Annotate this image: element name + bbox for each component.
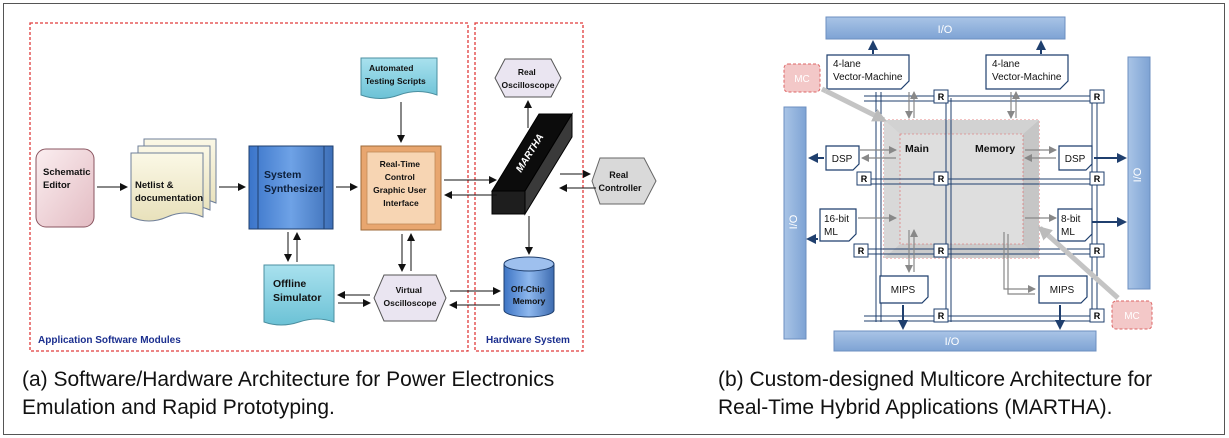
svg-text:8-bit ML: 8-bit ML: [1061, 214, 1083, 238]
flow-arrows: [97, 100, 596, 309]
dsp-right: DSP: [1058, 145, 1093, 171]
hardware-region: [474, 22, 584, 352]
svg-text:4-lane Vector-Machine: 4-lane Vector-Machine: [992, 59, 1062, 83]
svg-text:I/O: I/O: [1132, 167, 1144, 182]
rt-control-block: Real-Time Control Graphic User Interface: [360, 145, 442, 231]
router: R: [1089, 243, 1105, 258]
main-memory-label-1: Main: [905, 143, 929, 155]
hardware-region-label: Hardware System: [486, 335, 570, 346]
routers: R R R R R R R R R R: [853, 89, 1105, 323]
svg-text:4-lane Vector-Machine: 4-lane Vector-Machine: [833, 59, 903, 83]
io-bottom-bar: I/O: [833, 330, 1097, 352]
vector-machine-right: 4-lane Vector-Machine: [985, 54, 1069, 90]
real-oscilloscope-block: Real Oscilloscope: [494, 58, 562, 98]
router: R: [933, 308, 949, 323]
offline-simulator-block: Offline Simulator: [263, 264, 335, 326]
memory-controller-bottom: MC: [1111, 300, 1153, 330]
router: R: [933, 243, 949, 258]
svg-text:R: R: [938, 246, 945, 256]
router: R: [1089, 171, 1105, 186]
svg-text:R: R: [861, 174, 868, 184]
dsp-left: DSP: [825, 145, 860, 171]
router: R: [933, 171, 949, 186]
real-oscilloscope-label: Real Oscilloscope: [502, 67, 555, 90]
svg-text:I/O: I/O: [788, 214, 800, 229]
netlist-block: Netlist & documentation: [130, 138, 217, 222]
svg-text:MIPS: MIPS: [891, 285, 916, 296]
caption-b: (b) Custom-designed Multicore Architectu…: [718, 368, 1153, 419]
io-right-bar: I/O: [1127, 56, 1151, 290]
ml8-block: 8-bit ML: [1057, 208, 1093, 242]
io-top-bar: I/O: [825, 16, 1066, 40]
svg-text:16-bit ML: 16-bit ML: [824, 214, 852, 238]
svg-text:R: R: [1094, 311, 1101, 321]
ml16-block: 16-bit ML: [819, 208, 857, 242]
offchip-memory-label: Off-Chip Memory: [511, 284, 547, 306]
svg-text:R: R: [1094, 92, 1101, 102]
main-memory-block: Main Memory: [883, 119, 1040, 259]
router: R: [853, 243, 869, 258]
svg-text:I/O: I/O: [938, 24, 953, 36]
software-region: [29, 22, 469, 352]
virtual-oscilloscope-label: Virtual Oscilloscope: [384, 285, 437, 308]
router: R: [933, 89, 949, 104]
real-controller-label: Real Controller: [598, 170, 641, 193]
svg-text:MIPS: MIPS: [1050, 285, 1075, 296]
io-arrows: [806, 40, 1127, 330]
svg-text:R: R: [1094, 174, 1101, 184]
mips-left: MIPS: [879, 275, 929, 304]
software-architecture-diagram: Application Software Modules Hardware Sy…: [29, 22, 657, 352]
offline-simulator-label: Offline Simulator: [273, 278, 321, 304]
svg-text:MC: MC: [794, 74, 810, 85]
svg-text:DSP: DSP: [832, 154, 853, 165]
netlist-label: Netlist & documentation: [135, 180, 203, 204]
router: R: [1089, 308, 1105, 323]
svg-text:R: R: [938, 92, 945, 102]
router: R: [1089, 89, 1105, 104]
automated-testing-label: Automated Testing Scripts: [365, 63, 426, 86]
multicore-architecture-diagram: I/O I/O I/O I/O Main Memory: [783, 16, 1153, 352]
schematic-editor-block: Schematic Editor: [35, 148, 95, 228]
system-synthesizer-block: System Synthesizer: [248, 145, 334, 230]
caption-a: (a) Software/Hardware Architecture for P…: [22, 368, 555, 419]
io-left-bar: I/O: [783, 106, 807, 340]
offchip-memory-block: Off-Chip Memory: [503, 256, 555, 318]
memory-controller-top: MC: [783, 63, 821, 93]
memory-links: [820, 86, 1120, 300]
svg-text:R: R: [858, 246, 865, 256]
virtual-oscilloscope-block: Virtual Oscilloscope: [373, 274, 447, 322]
svg-text:R: R: [938, 311, 945, 321]
system-synthesizer-label: System Synthesizer: [264, 169, 323, 195]
svg-text:DSP: DSP: [1065, 154, 1086, 165]
schematic-editor-label: Schematic Editor: [43, 167, 93, 191]
svg-text:R: R: [1094, 246, 1101, 256]
real-controller-block: Real Controller: [591, 157, 657, 205]
automated-testing-block: Automated Testing Scripts: [360, 57, 438, 99]
router: R: [856, 171, 872, 186]
vector-machine-left: 4-lane Vector-Machine: [826, 54, 910, 90]
svg-text:MC: MC: [1124, 311, 1140, 322]
memory-access-arrows: [858, 91, 1057, 295]
mips-right: MIPS: [1038, 275, 1088, 304]
martha-chip: MARTHA: [491, 112, 573, 216]
svg-text:R: R: [938, 174, 945, 184]
main-memory-label-2: Memory: [975, 143, 1015, 155]
figure-frame: [3, 3, 1225, 435]
svg-text:I/O: I/O: [945, 336, 960, 348]
rt-control-label: Real-Time Control Graphic User Interface: [373, 159, 429, 208]
software-region-label: Application Software Modules: [38, 335, 181, 346]
